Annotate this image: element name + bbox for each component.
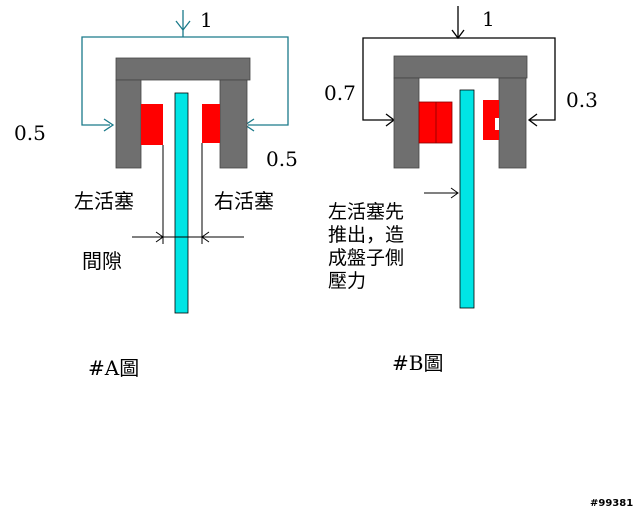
diagram-b-caption: #B圖 [392, 351, 443, 375]
diagram-b-input-force-label: 1 [482, 7, 495, 31]
diagram-b-note-line-1: 左活塞先 [328, 201, 404, 223]
diagram-a-input-arrow [175, 20, 191, 32]
diagram-b-caliper-right-arm [498, 77, 527, 169]
diagram-a: 1 0.5 0.5 左活塞 右活塞 間隙 #A圖 [14, 8, 298, 380]
diagram-b-right-arrowhead [527, 113, 538, 127]
diagram-b-right-piston-seal [495, 118, 499, 130]
diagram-b-caliper-left-arm [393, 77, 420, 169]
diagram-a-gap-arrowhead-left [155, 231, 164, 243]
diagram-a-left-force-label: 0.5 [14, 121, 46, 145]
diagram-b-left-piston [418, 101, 453, 144]
diagram-a-gap-arrowhead-right [201, 231, 210, 243]
diagram-a-caption: #A圖 [88, 356, 139, 380]
diagram-a-right-force-label: 0.5 [266, 147, 298, 171]
diagram-a-left-arrowhead [103, 118, 115, 132]
diagram-a-brake-disc [174, 92, 189, 314]
diagram-a-caliper-right-arm [219, 79, 248, 169]
diagram-b-note-pointer-arrowhead [450, 187, 459, 199]
diagram-a-hydraulic-line [81, 36, 289, 126]
diagram-b-input-arrow [451, 29, 465, 40]
diagram-b-force-line [362, 37, 556, 121]
diagram-a-gap-label: 間隙 [82, 249, 122, 273]
diagram-b-note-line-4: 壓力 [328, 270, 366, 292]
diagram-b-caliper-bridge [393, 55, 528, 79]
diagram-b-brake-disc [459, 89, 475, 309]
diagram-a-left-piston-label: 左活塞 [74, 189, 134, 213]
diagram-b-note-line-3: 成盤子側 [328, 247, 404, 269]
diagram-b-note-line-2: 推出，造 [328, 224, 404, 246]
diagram-a-caliper-left-arm [115, 79, 142, 169]
diagram-b: 1 0.7 0.3 左活塞先 推出，造 成盤子側 壓力 #B圖 [324, 6, 598, 375]
watermark: #99381 [590, 498, 633, 509]
diagram-b-right-force-label: 0.3 [566, 88, 598, 112]
diagram-a-left-piston [141, 104, 163, 145]
diagram-a-caliper-bridge [115, 57, 251, 81]
diagram-a-input-force-label: 1 [200, 8, 213, 32]
diagram-a-right-piston [202, 104, 220, 143]
diagram-b-left-force-label: 0.7 [324, 81, 356, 105]
diagram-a-right-piston-label: 右活塞 [214, 189, 274, 213]
